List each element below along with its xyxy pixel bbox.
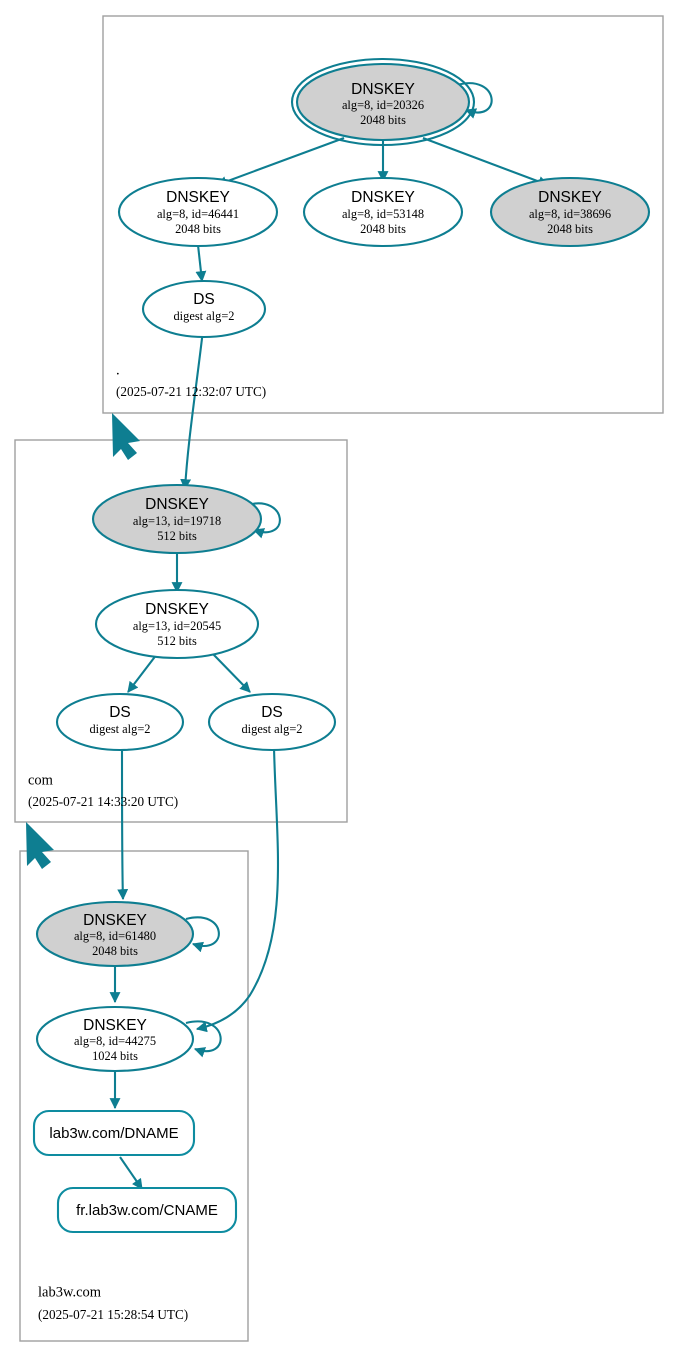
node-line3: 512 bits bbox=[157, 529, 197, 543]
node-title: DS bbox=[109, 704, 131, 721]
node-shape bbox=[56, 1186, 238, 1234]
node-line2: alg=8, id=53148 bbox=[342, 207, 424, 221]
node-com-ds-left[interactable]: DS digest alg=2 bbox=[55, 692, 185, 752]
node-shape bbox=[141, 279, 267, 339]
node-shape bbox=[489, 176, 651, 248]
node-root-zsk-38696[interactable]: DNSKEY alg=8, id=38696 2048 bits bbox=[489, 176, 651, 248]
node-com-ksk[interactable]: DNSKEY alg=13, id=19718 512 bits bbox=[91, 483, 263, 555]
node-title: DS bbox=[261, 704, 283, 721]
edge-root-ds-to-com-ksk bbox=[180, 329, 205, 491]
zone-box-lab3w bbox=[19, 850, 249, 1342]
node-line2: alg=8, id=38696 bbox=[529, 207, 611, 221]
node-line2: digest alg=2 bbox=[241, 722, 302, 736]
node-title: DS bbox=[193, 291, 215, 308]
node-line2: alg=13, id=20545 bbox=[133, 619, 221, 633]
node-shape bbox=[55, 692, 185, 752]
edge-root-ksk-to-zsk-46441 bbox=[215, 137, 345, 187]
node-root-ds[interactable]: DS digest alg=2 bbox=[141, 279, 267, 339]
zone-timestamp-lab3w: (2025-07-21 15:28:54 UTC) bbox=[38, 1307, 188, 1322]
edge-com-zsk-to-ds-left bbox=[127, 653, 158, 693]
node-dname-rrset[interactable]: lab3w.com/DNAME bbox=[32, 1109, 196, 1157]
node-shape bbox=[295, 62, 471, 142]
node-root-zsk-53148[interactable]: DNSKEY alg=8, id=53148 2048 bits bbox=[302, 176, 464, 248]
self-loop-lab3w-ksk bbox=[185, 916, 220, 953]
node-shape bbox=[32, 1109, 196, 1157]
node-title: DNSKEY bbox=[351, 189, 415, 206]
node-line2: alg=8, id=20326 bbox=[342, 98, 424, 112]
node-title: fr.lab3w.com/CNAME bbox=[76, 1202, 218, 1219]
node-com-zsk[interactable]: DNSKEY alg=13, id=20545 512 bits bbox=[94, 588, 260, 660]
node-line3: 2048 bits bbox=[175, 222, 221, 236]
zone-label-com: com bbox=[28, 772, 54, 788]
node-line3: 2048 bits bbox=[547, 222, 593, 236]
zone-label-root: . bbox=[116, 362, 120, 378]
node-title: DNSKEY bbox=[145, 496, 209, 513]
edge-com-zsk-to-ds-right bbox=[212, 653, 251, 693]
node-com-ds-right[interactable]: DS digest alg=2 bbox=[207, 692, 337, 752]
zone-label-lab3w: lab3w.com bbox=[38, 1284, 102, 1300]
node-root-ksk[interactable]: DNSKEY alg=8, id=20326 2048 bits bbox=[290, 57, 476, 147]
node-line2: alg=13, id=19718 bbox=[133, 514, 221, 528]
edge-root-ksk-to-zsk-38696 bbox=[422, 137, 550, 187]
trust-anchor-outer-ring bbox=[290, 57, 476, 147]
node-title: DNSKEY bbox=[83, 912, 147, 929]
zone-timestamp-com: (2025-07-21 14:33:20 UTC) bbox=[28, 794, 178, 809]
node-title: DNSKEY bbox=[351, 81, 415, 98]
node-shape bbox=[302, 176, 464, 248]
node-title: DNSKEY bbox=[166, 189, 230, 206]
node-line2: digest alg=2 bbox=[89, 722, 150, 736]
node-root-zsk-46441[interactable]: DNSKEY alg=8, id=46441 2048 bits bbox=[117, 176, 279, 248]
edge-dname-to-cname bbox=[119, 1156, 143, 1190]
node-line2: alg=8, id=44275 bbox=[74, 1034, 156, 1048]
node-lab3w-ksk[interactable]: DNSKEY alg=8, id=61480 2048 bits bbox=[35, 900, 195, 968]
delegation-arrow-com-to-lab3w bbox=[26, 822, 54, 869]
node-shape bbox=[91, 483, 263, 555]
node-title: DNSKEY bbox=[538, 189, 602, 206]
node-cname-rrset[interactable]: fr.lab3w.com/CNAME bbox=[56, 1186, 238, 1234]
self-loop-lab3w-zsk bbox=[185, 1020, 222, 1058]
edge-root-zsk-to-ds bbox=[195, 244, 207, 283]
node-line3: 2048 bits bbox=[360, 113, 406, 127]
self-loop-com-ksk bbox=[246, 502, 281, 539]
zone-box-com bbox=[14, 439, 348, 823]
node-shape bbox=[35, 1005, 195, 1073]
node-shape bbox=[35, 900, 195, 968]
node-shape bbox=[207, 692, 337, 752]
zone-timestamp-root: (2025-07-21 12:32:07 UTC) bbox=[116, 384, 266, 399]
node-line3: 512 bits bbox=[157, 634, 197, 648]
zone-box-root bbox=[102, 15, 664, 414]
node-line2: digest alg=2 bbox=[173, 309, 234, 323]
node-lab3w-zsk[interactable]: DNSKEY alg=8, id=44275 1024 bits bbox=[35, 1005, 195, 1073]
node-title: DNSKEY bbox=[83, 1017, 147, 1034]
delegation-arrow-root-to-com bbox=[112, 413, 140, 460]
edge-com-ds-left-to-lab3w-ksk bbox=[117, 746, 129, 901]
node-line3: 2048 bits bbox=[92, 944, 138, 958]
node-title: lab3w.com/DNAME bbox=[49, 1125, 178, 1142]
node-line3: 1024 bits bbox=[92, 1049, 138, 1063]
node-line3: 2048 bits bbox=[360, 222, 406, 236]
node-line2: alg=8, id=46441 bbox=[157, 207, 239, 221]
node-shape bbox=[94, 588, 260, 660]
node-title: DNSKEY bbox=[145, 601, 209, 618]
node-line2: alg=8, id=61480 bbox=[74, 929, 156, 943]
self-loop-root-ksk bbox=[456, 82, 493, 119]
node-shape bbox=[117, 176, 279, 248]
edge-com-ds-right-to-lab3w-zsk bbox=[195, 746, 280, 1033]
